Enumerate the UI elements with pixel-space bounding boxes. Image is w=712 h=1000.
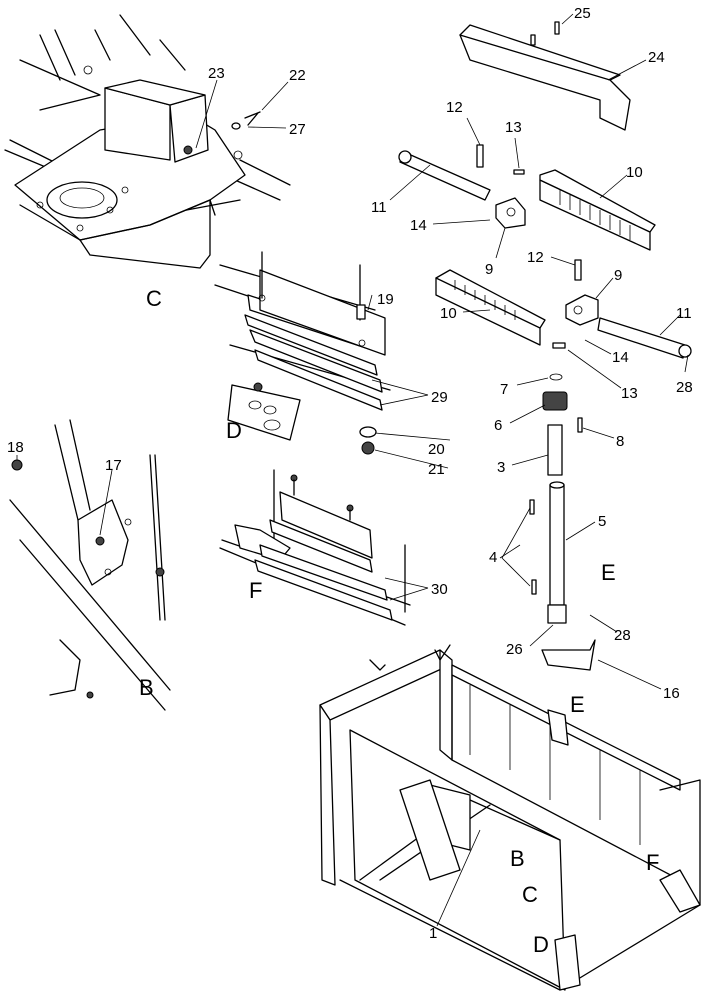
callout-27: 27 — [289, 121, 306, 138]
callout-11-upper: 11 — [371, 199, 387, 216]
callout-26: 26 — [506, 641, 523, 658]
callout-17: 17 — [105, 457, 122, 474]
view-label-f: F — [249, 578, 262, 603]
callout-9-upper: 9 — [485, 261, 493, 278]
callout-28-upper: 28 — [676, 379, 693, 396]
callout-30: 30 — [431, 581, 448, 598]
callout-6: 6 — [494, 417, 502, 434]
frame-label-d: D — [533, 932, 549, 957]
callout-22: 22 — [289, 67, 306, 84]
callout-14-lower: 14 — [612, 349, 629, 366]
callout-4: 4 — [489, 549, 497, 566]
leader-lines — [16, 13, 689, 927]
frame-label-c: C — [522, 882, 538, 907]
main-frame — [319, 644, 701, 991]
detail-view-f — [219, 469, 411, 626]
callout-13-lower: 13 — [621, 385, 638, 402]
frame-label-f: F — [646, 850, 659, 875]
callout-1: 1 — [429, 925, 437, 942]
callout-5: 5 — [598, 513, 606, 530]
callout-18: 18 — [7, 439, 24, 456]
callout-25: 25 — [574, 5, 591, 22]
callout-24: 24 — [648, 49, 665, 66]
callout-19: 19 — [377, 291, 394, 308]
view-letters: C B D F E E B C D F — [139, 286, 659, 957]
detail-view-b — [9, 419, 171, 711]
callout-9-lower: 9 — [614, 267, 622, 284]
callout-23: 23 — [208, 65, 225, 82]
callout-7: 7 — [500, 381, 508, 398]
callout-11-lower: 11 — [676, 305, 692, 322]
callout-14-upper: 14 — [410, 217, 427, 234]
callout-16: 16 — [663, 685, 680, 702]
view-label-d: D — [226, 418, 242, 443]
callout-21: 21 — [428, 461, 445, 478]
part-24-cover — [459, 21, 631, 131]
callout-8: 8 — [616, 433, 624, 450]
callout-29: 29 — [431, 389, 448, 406]
callout-20: 20 — [428, 441, 445, 458]
frame-label-e: E — [570, 692, 585, 717]
detail-view-d — [214, 251, 391, 455]
view-label-c: C — [146, 286, 162, 311]
callout-12-lower: 12 — [527, 249, 544, 266]
callout-3: 3 — [497, 459, 505, 476]
detail-view-c — [4, 14, 291, 269]
callout-13-upper: 13 — [505, 119, 522, 136]
frame-label-b: B — [510, 846, 525, 871]
callout-12-upper: 12 — [446, 99, 463, 116]
view-label-e: E — [601, 560, 616, 585]
callout-numbers: 23 22 27 25 24 12 13 10 11 14 9 12 9 10 … — [7, 5, 693, 942]
upper-rack-assembly — [398, 144, 656, 251]
view-label-b: B — [139, 675, 154, 700]
callout-10-upper: 10 — [626, 164, 643, 181]
detail-view-e-shaft — [529, 373, 596, 671]
lower-rack-assembly — [435, 259, 692, 359]
callout-28-lower: 28 — [614, 627, 631, 644]
callout-10-lower: 10 — [440, 305, 457, 322]
